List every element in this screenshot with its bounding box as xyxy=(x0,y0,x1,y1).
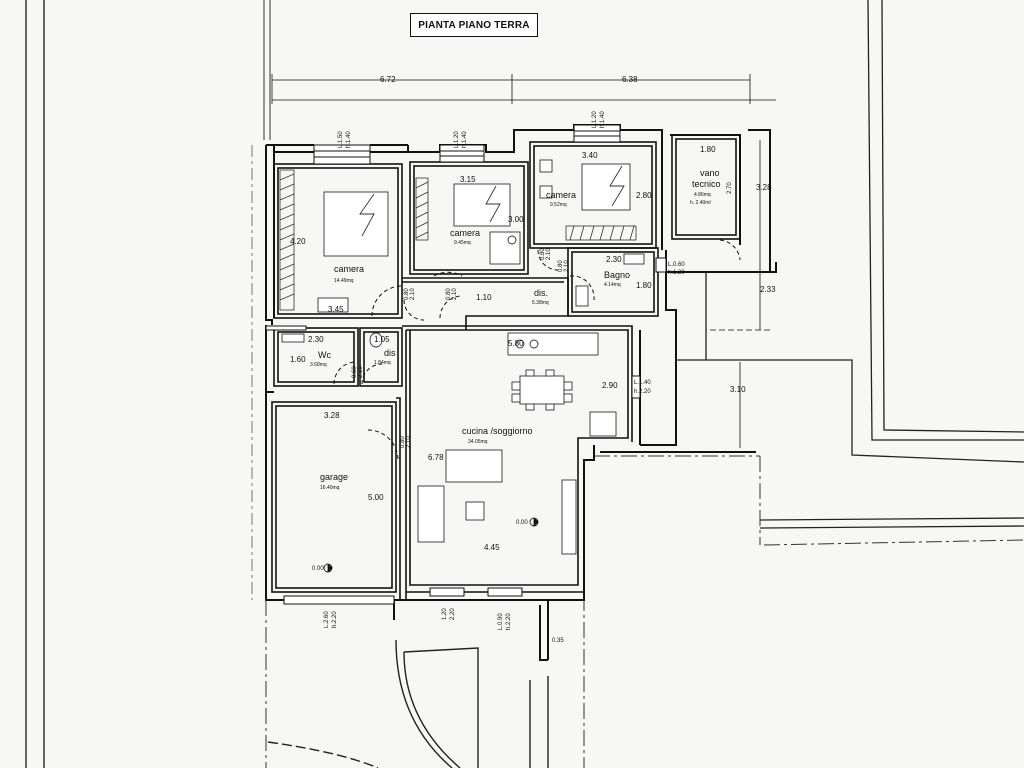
room-height-wc: 1.60 xyxy=(290,355,306,364)
top-dim-right: 6.38 xyxy=(622,75,638,84)
window-label-6-h: h.2.20 xyxy=(332,611,338,628)
windows xyxy=(265,124,667,605)
door-label-6-w: 0.60 xyxy=(352,366,358,378)
room-area-camera-1: 14.49mq xyxy=(334,278,354,284)
room-width-wc: 2.30 xyxy=(308,335,324,344)
room-name-camera-3: camera xyxy=(546,190,576,200)
room-width-camera-2: 3.15 xyxy=(460,175,476,184)
room-area-dis-1: 5.38mq xyxy=(532,300,549,306)
room-area-dis-2: 1.84mq xyxy=(374,360,391,366)
door-swings xyxy=(333,239,741,461)
room-area-cucina: 34.05mq xyxy=(468,439,488,445)
room-name-tecnico: tecnico xyxy=(692,179,721,189)
door-label-4-w: 0.80 xyxy=(558,260,564,272)
room-name-garage: garage xyxy=(320,472,348,482)
room-name-bagno: Bagno xyxy=(604,270,630,280)
window-label-1-l: L.1.50 xyxy=(338,131,344,148)
door-label-5-w: 0.80 xyxy=(400,436,406,448)
level-label-step: 0.35 xyxy=(552,638,564,644)
level-label-garage: 0.00 xyxy=(312,566,324,572)
room-name-dis-1: dis. xyxy=(534,288,548,298)
window-label-3-h: h.1.40 xyxy=(600,111,606,128)
room-height-camera-1: 4.20 xyxy=(290,237,306,246)
room-name-wc: Wc xyxy=(318,350,331,360)
room-name-vano: vano xyxy=(700,168,720,178)
room-height-camera-3: 2.80 xyxy=(636,191,652,200)
window-label-2-h: h.1.40 xyxy=(462,131,468,148)
room-height-cucina: 6.78 xyxy=(428,453,444,462)
window-label-8-h: h.2.20 xyxy=(506,613,512,630)
room-area-garage: 16.40mq xyxy=(320,485,340,491)
bathroom-fixtures xyxy=(281,231,645,348)
window-label-1-h: h.1.40 xyxy=(346,131,352,148)
door-label-4-h: 2.10 xyxy=(564,260,570,272)
room-area-vano: 4.86mq xyxy=(694,192,711,198)
level-markers xyxy=(323,517,539,573)
top-dim-left: 6.72 xyxy=(380,75,396,84)
room-height-garage: 5.00 xyxy=(368,493,384,502)
room-width-camera-3: 3.40 xyxy=(582,151,598,160)
window-label-6-l: L.2.60 xyxy=(324,611,330,628)
room-height-vano: h. 2.40ml xyxy=(690,200,711,206)
door-label-1-h: 2.10 xyxy=(410,288,416,300)
door-label-5-h: 2.10 xyxy=(406,436,412,448)
door-label-2-h: 2.10 xyxy=(452,288,458,300)
plan-title: PIANTA PIANO TERRA xyxy=(410,13,538,37)
window-label-8-l: L.0.90 xyxy=(498,613,504,630)
top-dimension-line xyxy=(271,74,776,104)
room-area-camera-2: 9.45mq xyxy=(454,240,471,246)
outer-dim-right-1: 3.28 xyxy=(756,183,772,192)
door-label-3-h: 2.10 xyxy=(546,248,552,260)
room-width-bottom-cucina: 4.45 xyxy=(484,543,500,552)
room-width-camera-1: 3.45 xyxy=(328,305,344,314)
room-width-bagno: 2.30 xyxy=(606,255,622,264)
room-depth-vano: 2.70 xyxy=(727,182,733,194)
outer-dim-right-3: 3.10 xyxy=(730,385,746,394)
room-height-bagno: 1.80 xyxy=(636,281,652,290)
room-side-cucina: 2.90 xyxy=(602,381,618,390)
door-label-2-w: 0.80 xyxy=(446,288,452,300)
door-label-6-h: 2.10 xyxy=(358,366,364,378)
room-width-dis-2: 1.05 xyxy=(374,335,390,344)
room-name-dis-2: dis xyxy=(384,348,396,358)
room-area-bagno: 4.14mq xyxy=(604,282,621,288)
room-name-cucina: cucina /soggiorno xyxy=(462,426,533,436)
window-label-4-h: h.1.20 xyxy=(668,270,685,276)
door-label-3-w: 0.80 xyxy=(540,248,546,260)
level-label-cucina: 0.00 xyxy=(516,520,528,526)
room-name-camera-2: camera xyxy=(450,228,480,238)
beds xyxy=(323,159,631,257)
room-width-dis-1: 1.10 xyxy=(476,293,492,302)
window-label-2-l: L.1.20 xyxy=(454,131,460,148)
room-name-camera-1: camera xyxy=(334,264,364,274)
kitchen-furniture xyxy=(417,332,617,555)
room-width-vano: 1.80 xyxy=(700,145,716,154)
room-height-camera-2: 3.00 xyxy=(508,215,524,224)
window-label-4-l: L.0.60 xyxy=(668,262,685,268)
window-label-5-l: L.1.40 xyxy=(634,380,651,386)
property-line xyxy=(763,539,1024,546)
driveway xyxy=(267,639,549,768)
room-area-camera-3: 9.52mq xyxy=(550,202,567,208)
room-width-top-cucina: 5.80 xyxy=(508,339,524,348)
window-label-7-h: 2.20 xyxy=(450,608,456,620)
wardrobe-hatching xyxy=(279,169,637,311)
window-label-5-h: h.2.20 xyxy=(634,389,651,395)
window-label-3-l: L.1.20 xyxy=(592,111,598,128)
room-area-wc: 3.68mq xyxy=(310,362,327,368)
outer-dim-right-2: 2.33 xyxy=(760,285,776,294)
interior-walls xyxy=(271,134,741,600)
door-label-1-w: 0.80 xyxy=(404,288,410,300)
window-label-7-l: 1.20 xyxy=(442,608,448,620)
right-boundary xyxy=(676,0,1024,529)
room-width-garage: 3.28 xyxy=(324,411,340,420)
